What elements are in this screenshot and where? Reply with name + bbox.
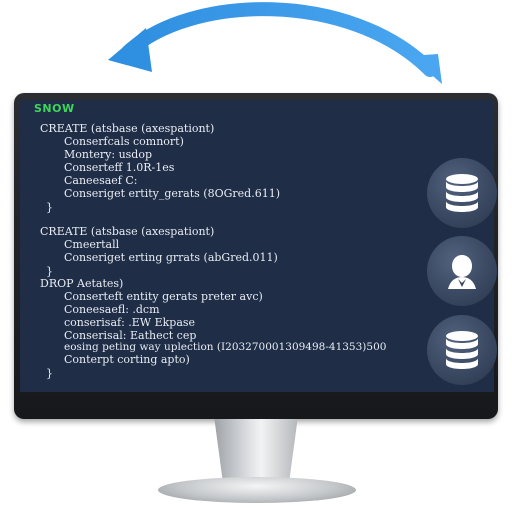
code-line: }: [46, 201, 53, 214]
database-icon: [427, 315, 497, 385]
sql-code-block: CREATE (atsbase (axespationt) Conserfcal…: [20, 100, 494, 392]
monitor-stand-base: [158, 477, 356, 503]
user-icon: [427, 236, 497, 306]
code-line: Montery: usdop: [64, 148, 153, 161]
code-line: CREATE (atsbase (axespationt): [40, 225, 215, 238]
code-line: Conserteft entity gerats preter avc): [64, 290, 263, 303]
code-line: Conserteff 1.0R-1es: [64, 161, 175, 174]
code-line: CREATE (atsbase (axespationt): [40, 122, 215, 135]
sync-arrow-icon: [108, 2, 442, 84]
code-line: }: [46, 265, 53, 278]
code-line: Conserfcals comnort): [64, 135, 184, 148]
code-line: Conterpt corting apto): [64, 353, 190, 366]
code-line: DROP Aetates): [40, 277, 124, 290]
code-line: conserisaf: .EW Ekpase: [64, 316, 196, 329]
code-line: Conserisal: Eathect cep: [64, 329, 197, 342]
code-line: eosing peting way uplection (I2032700013…: [64, 341, 387, 353]
code-line: Conseriget erting grrats (abGred.011): [64, 251, 278, 264]
terminal-title: SNOW: [34, 102, 75, 115]
code-line: Cmeertall: [64, 238, 120, 251]
terminal-screen: SNOW CREATE (atsbase (axespationt) Conse…: [20, 100, 494, 392]
monitor-stand-neck: [214, 419, 298, 481]
database-icon: [427, 158, 497, 228]
code-line: Caneesaef C:: [64, 174, 138, 187]
code-line: }: [46, 367, 53, 380]
code-line: Conseriget ertity_gerats (8OGred.611): [64, 187, 280, 200]
code-line: Coneesaefl: .dcm: [64, 303, 160, 316]
